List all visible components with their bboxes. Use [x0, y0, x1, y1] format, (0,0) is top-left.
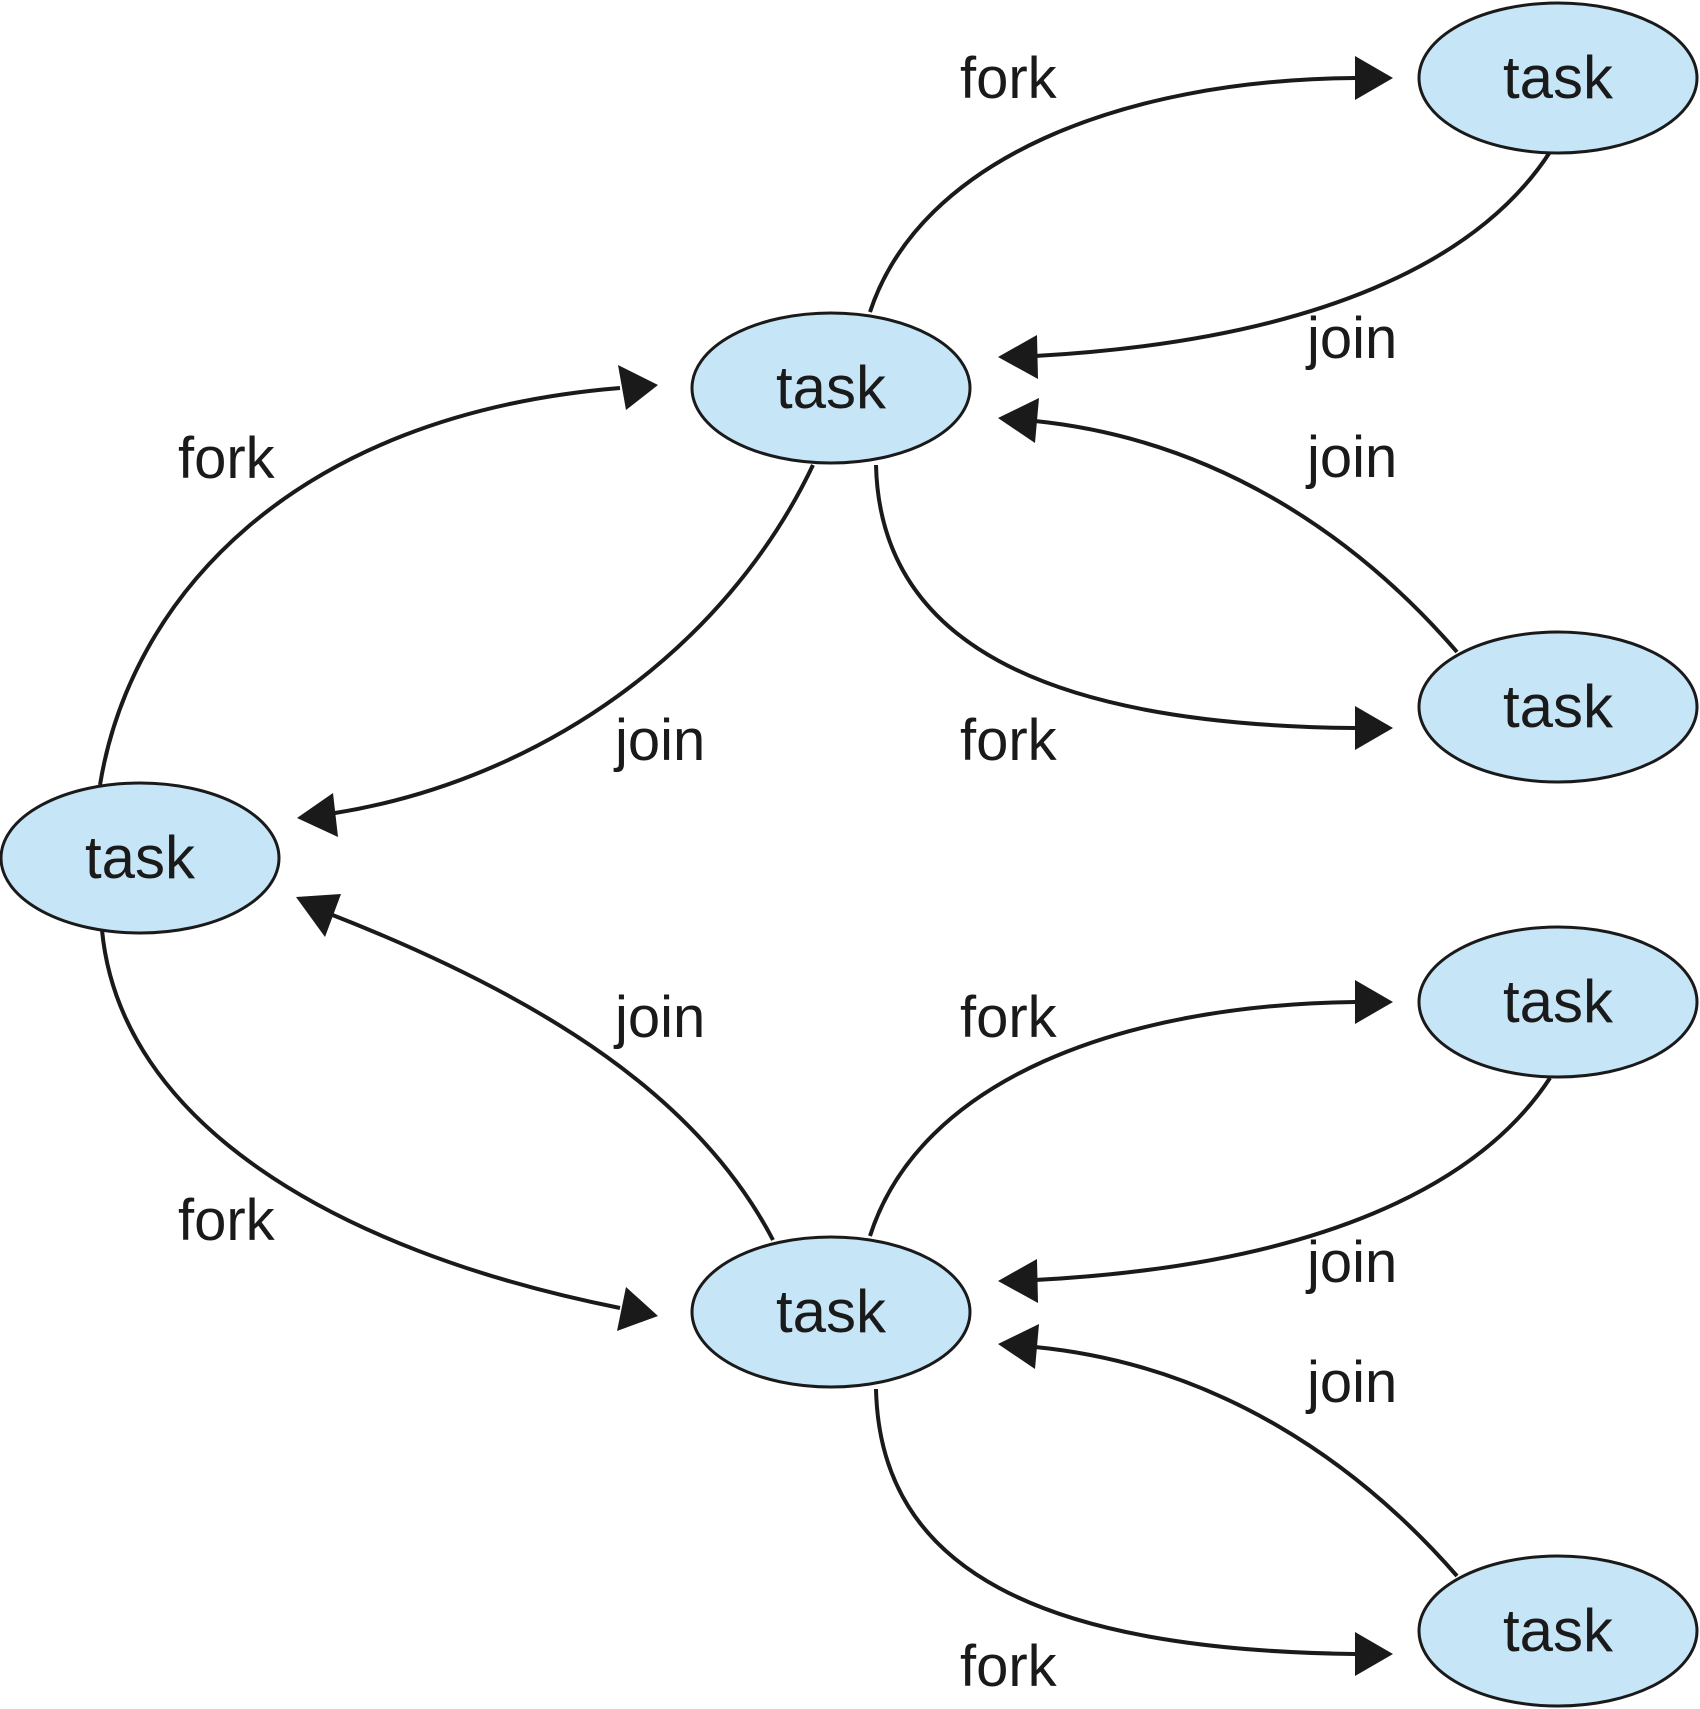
- node-label: task: [85, 824, 196, 891]
- edge-label-join: join: [1305, 1230, 1397, 1295]
- node-ellipse: [1417, 1, 1699, 155]
- edges: fork join fork join fork join fork join: [98, 46, 1552, 1699]
- edge-mid-top-to-leaf-1-fork: [868, 76, 1356, 313]
- edge-mid-top-to-leaf-2-fork: [874, 464, 1356, 730]
- node-label: task: [776, 1278, 887, 1345]
- node-mid-bottom: task: [690, 1235, 972, 1389]
- edge-label-fork: fork: [960, 985, 1058, 1050]
- node-label: task: [776, 354, 887, 421]
- arrow-head: [998, 335, 1038, 379]
- edge-leaf-3-to-mid-bottom-join: [1034, 1076, 1552, 1282]
- edge-label-fork: fork: [960, 708, 1058, 773]
- edge-label-join: join: [1305, 425, 1397, 490]
- edge-leaf-4-to-mid-bottom-join: [1034, 1345, 1459, 1578]
- edge-label-join: join: [613, 985, 705, 1050]
- node-ellipse: [1417, 630, 1699, 784]
- node-leaf-3: task: [1417, 925, 1699, 1079]
- edge-root-to-mid-top-fork: [98, 386, 621, 786]
- edge-leaf-1-to-mid-top-join: [1034, 150, 1552, 358]
- node-mid-top: task: [690, 311, 972, 465]
- node-label: task: [1503, 44, 1614, 111]
- arrow-head: [296, 894, 341, 937]
- arrow-head: [1355, 706, 1393, 750]
- edge-label-fork: fork: [960, 1634, 1058, 1699]
- edge-label-fork: fork: [960, 46, 1058, 111]
- edge-mid-top-to-root-join: [334, 464, 815, 815]
- edge-label-join: join: [613, 708, 705, 773]
- node-ellipse: [1417, 1554, 1699, 1708]
- node-leaf-4: task: [1417, 1554, 1699, 1708]
- node-leaf-2: task: [1417, 630, 1699, 784]
- edge-label-fork: fork: [178, 1188, 276, 1253]
- edge-mid-bottom-to-leaf-3-fork: [868, 1000, 1356, 1237]
- edge-label-join: join: [1305, 1350, 1397, 1415]
- node-leaf-1: task: [1417, 1, 1699, 155]
- arrow-head: [1355, 980, 1393, 1024]
- node-ellipse: [0, 781, 281, 935]
- edge-root-to-mid-bottom-fork: [100, 929, 621, 1310]
- node-root: task: [0, 781, 281, 935]
- edge-mid-bottom-to-leaf-4-fork: [874, 1388, 1356, 1656]
- node-label: task: [1503, 673, 1614, 740]
- edge-label-fork: fork: [178, 426, 276, 491]
- node-ellipse: [690, 1235, 972, 1389]
- arrow-head: [998, 1259, 1038, 1303]
- node-ellipse: [1417, 925, 1699, 1079]
- arrow-head: [617, 1287, 658, 1331]
- arrow-head: [1355, 1632, 1393, 1676]
- node-label: task: [1503, 968, 1614, 1035]
- edge-leaf-2-to-mid-top-join: [1034, 419, 1459, 654]
- node-label: task: [1503, 1597, 1614, 1664]
- arrow-head: [1355, 56, 1393, 100]
- arrow-head: [297, 793, 338, 837]
- node-ellipse: [690, 311, 972, 465]
- arrow-head: [998, 398, 1039, 443]
- edge-mid-bottom-to-root-join: [329, 912, 775, 1241]
- edge-label-join: join: [1305, 306, 1397, 371]
- arrow-head: [618, 365, 658, 410]
- arrow-head: [998, 1324, 1039, 1369]
